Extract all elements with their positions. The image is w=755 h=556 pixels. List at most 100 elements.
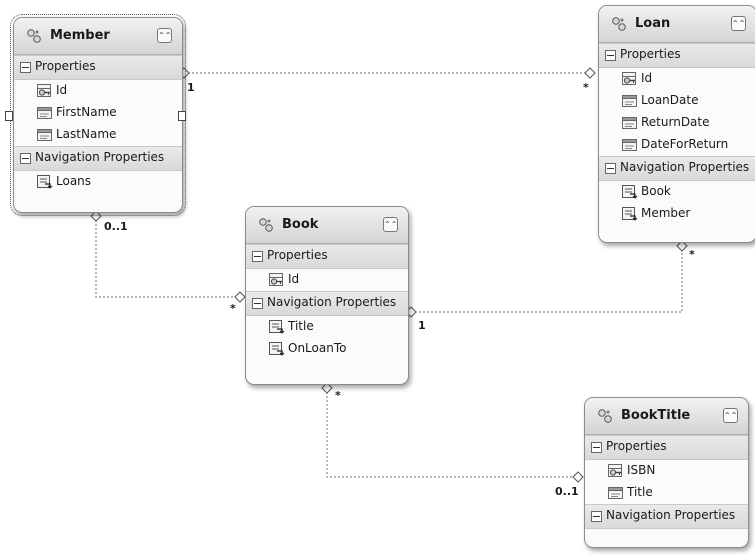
minus-toggle-icon[interactable] (252, 251, 263, 262)
navigation-property-icon (36, 174, 53, 190)
entity-title: Loan (635, 16, 671, 31)
row-label: Id (56, 83, 68, 97)
collapse-chevrons-icon[interactable]: ⌃⌃ (157, 28, 172, 43)
property-row[interactable]: DateForReturn (599, 134, 755, 156)
book-booktitle-association (326, 388, 578, 478)
property-icon (621, 93, 638, 109)
multiplicity-label: 1 (187, 81, 195, 94)
property-row[interactable]: FirstName (14, 102, 182, 124)
member-book-diamond-right (234, 291, 246, 303)
navigation-section-header[interactable]: Navigation Properties (585, 504, 748, 529)
properties-section-header[interactable]: Properties (14, 55, 182, 80)
section-label: Navigation Properties (606, 508, 736, 522)
minus-toggle-icon[interactable] (591, 442, 602, 453)
key-property-icon (607, 463, 624, 479)
section-label: Properties (606, 439, 667, 453)
row-label: ReturnDate (641, 115, 710, 129)
entity-title: BookTitle (621, 408, 691, 423)
navigation-section-header[interactable]: Navigation Properties (599, 156, 755, 181)
minus-toggle-icon[interactable] (252, 298, 263, 309)
entity-book[interactable]: Book ⌃⌃ Properties Id Navigation Propert… (245, 206, 409, 385)
minus-toggle-icon[interactable] (20, 62, 31, 73)
collapse-chevrons-icon[interactable]: ⌃⌃ (723, 408, 738, 423)
entity-header[interactable]: Member ⌃⌃ (14, 18, 182, 55)
entity-header[interactable]: BookTitle ⌃⌃ (585, 398, 748, 435)
entity-icon (259, 218, 273, 232)
entity-icon (598, 409, 612, 423)
book-loan-association (411, 246, 683, 313)
row-label: Id (641, 71, 653, 85)
property-row[interactable]: Id (246, 269, 408, 291)
member-book-diamond-top (90, 210, 102, 222)
row-label: Id (288, 272, 300, 286)
navigation-section-header[interactable]: Navigation Properties (246, 291, 408, 316)
resize-handle[interactable] (5, 111, 13, 121)
property-row[interactable]: ISBN (585, 460, 748, 482)
property-row[interactable]: LoanDate (599, 90, 755, 112)
property-icon (607, 485, 624, 501)
navigation-property-row[interactable]: Loans (14, 171, 182, 193)
property-icon (36, 105, 53, 121)
section-label: Navigation Properties (267, 295, 397, 309)
properties-section-header[interactable]: Properties (246, 244, 408, 269)
properties-list: ISBN Title (585, 460, 748, 504)
row-label: LastName (56, 127, 117, 141)
navigation-property-icon (268, 341, 285, 357)
property-row[interactable]: Title (585, 482, 748, 504)
row-label: Loans (56, 174, 92, 188)
properties-section-header[interactable]: Properties (585, 435, 748, 460)
member-book-association (95, 216, 240, 298)
navigation-section-header[interactable]: Navigation Properties (14, 146, 182, 171)
properties-section-header[interactable]: Properties (599, 43, 755, 68)
entity-header[interactable]: Loan ⌃⌃ (599, 6, 755, 43)
row-label: Title (627, 485, 653, 499)
book-booktitle-diamond-right (572, 471, 584, 483)
property-icon (621, 115, 638, 131)
row-label: OnLoanTo (288, 341, 347, 355)
section-label: Properties (267, 248, 328, 262)
section-label: Navigation Properties (35, 150, 165, 164)
property-icon (36, 127, 53, 143)
collapse-chevrons-icon[interactable]: ⌃⌃ (383, 217, 398, 232)
key-property-icon (36, 83, 53, 99)
row-label: Title (288, 319, 314, 333)
minus-toggle-icon[interactable] (605, 163, 616, 174)
book-loan-diamond-top (676, 240, 688, 252)
multiplicity-label: * (230, 302, 236, 315)
collapse-chevrons-icon[interactable]: ⌃⌃ (731, 16, 746, 31)
property-row[interactable]: ReturnDate (599, 112, 755, 134)
entity-header[interactable]: Book ⌃⌃ (246, 207, 408, 244)
section-label: Properties (620, 47, 681, 61)
navigation-property-icon (621, 184, 638, 200)
entity-title: Book (282, 217, 319, 232)
multiplicity-label: * (583, 81, 589, 94)
key-property-icon (621, 71, 638, 87)
minus-toggle-icon[interactable] (591, 511, 602, 522)
entity-booktitle[interactable]: BookTitle ⌃⌃ Properties ISBN Title Naviga… (584, 397, 749, 548)
navigation-property-row[interactable]: Title (246, 316, 408, 338)
property-row[interactable]: Id (14, 80, 182, 102)
section-label: Navigation Properties (620, 160, 750, 174)
entity-title: Member (50, 28, 110, 43)
resize-handle[interactable] (178, 111, 186, 121)
navigation-property-row[interactable]: OnLoanTo (246, 338, 408, 360)
member-loan-diamond-right (584, 67, 596, 79)
navigation-property-icon (268, 319, 285, 335)
property-row[interactable]: Id (599, 68, 755, 90)
navigation-list: Loans (14, 171, 182, 193)
navigation-property-row[interactable]: Book (599, 181, 755, 203)
property-row[interactable]: LastName (14, 124, 182, 146)
key-property-icon (268, 272, 285, 288)
minus-toggle-icon[interactable] (20, 153, 31, 164)
row-label: Member (641, 206, 691, 220)
navigation-property-row[interactable]: Member (599, 203, 755, 225)
multiplicity-label: * (689, 248, 695, 261)
properties-list: Id (246, 269, 408, 291)
entity-icon (27, 29, 41, 43)
minus-toggle-icon[interactable] (605, 50, 616, 61)
